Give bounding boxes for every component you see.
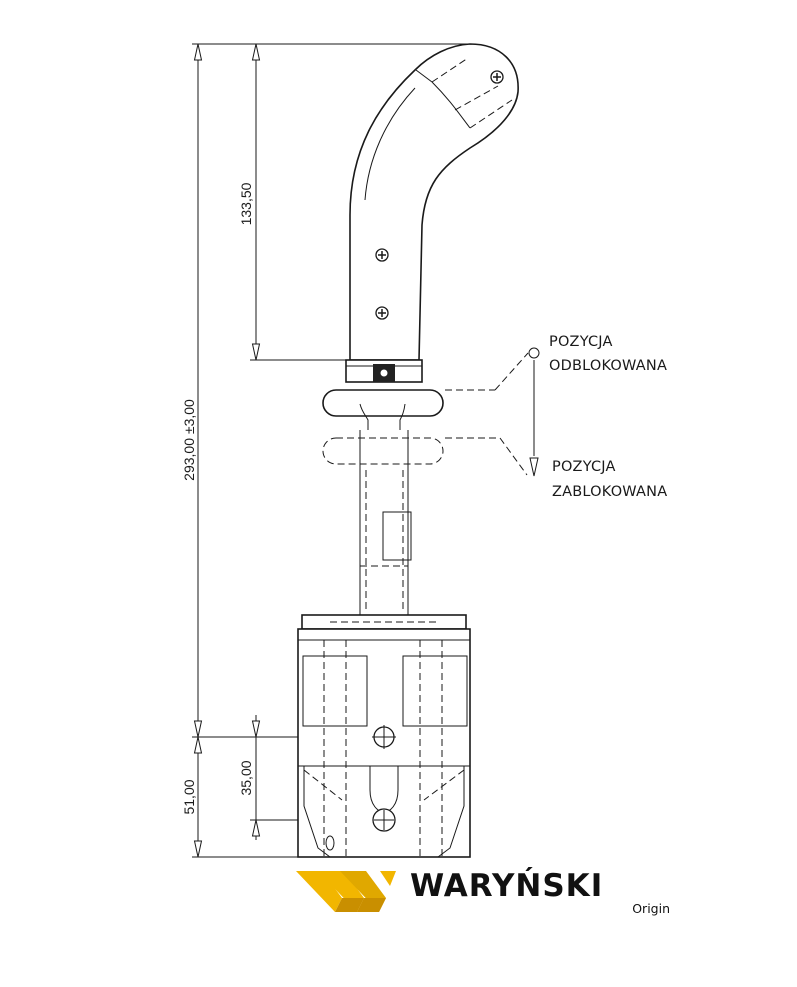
brand-name: WARYŃSKI (410, 868, 603, 904)
callout-unlocked-line2: ODBLOKOWANA (549, 358, 667, 374)
grip-cap-line (415, 69, 433, 83)
callout-locked-line2: ZABLOKOWANA (552, 484, 667, 500)
set-screw-hole (379, 368, 389, 378)
small-hole (325, 835, 335, 851)
dimension-label-overall: 293,00 ±3,00 (181, 399, 197, 481)
arrow-down-icon (251, 343, 261, 361)
ring-body (322, 389, 444, 417)
callout-unlocked: POZYCJA ODBLOKOWANA (445, 334, 667, 391)
handle-grip (349, 43, 519, 361)
lock-ring-locked (322, 430, 444, 615)
ring-body-hidden (322, 437, 444, 465)
callout-locked-line1: POZYCJA (552, 459, 616, 475)
grip-cap-hidden (431, 57, 513, 129)
screw-icon (375, 306, 389, 320)
arrow-down-icon (251, 720, 261, 738)
callout-locked: POZYCJA ZABLOKOWANA (445, 360, 667, 500)
base-window-right (402, 655, 468, 727)
dimension-label-35: 35,00 (238, 760, 254, 795)
arrow-down-icon (193, 840, 203, 858)
dimension-overall-height: 293,00 ±3,00 (181, 43, 470, 858)
base-slot-hidden (303, 769, 465, 801)
callout-leader-d (494, 352, 529, 391)
screw-icon (375, 248, 389, 262)
shaft-block (382, 511, 412, 561)
brand-logo: WARYŃSKI Origin (296, 868, 670, 916)
grip-body (349, 43, 519, 361)
arrow-up-icon (251, 43, 261, 61)
callout-unlocked-line1: POZYCJA (549, 334, 613, 350)
ring-stem-right (399, 403, 406, 430)
dimension-label-51: 51,00 (181, 779, 197, 814)
grip-contour (364, 87, 416, 201)
arrow-down-icon (529, 457, 539, 477)
grip-cap-edge (431, 81, 471, 129)
waryński-logo-icon (296, 871, 396, 912)
arrow-up-icon (193, 43, 203, 61)
arrow-up-icon (251, 819, 261, 837)
dimension-label-handle: 133,50 (238, 182, 254, 225)
base-top-plate (301, 614, 467, 630)
handle-collar (345, 359, 423, 383)
crosshair-hole-icon (372, 725, 396, 749)
shaft (360, 470, 412, 612)
base-window-left (302, 655, 368, 727)
lock-ring-unlocked (322, 389, 444, 430)
base-housing (297, 614, 471, 858)
callout-leader-d (499, 437, 528, 476)
callout-marker (528, 347, 540, 359)
brand-sub: Origin (632, 901, 670, 916)
arrow-up-icon (193, 736, 203, 754)
screw-icon (490, 70, 504, 84)
arrow-down-icon (193, 720, 203, 738)
ring-stem-left (359, 403, 369, 430)
dimension-handle-height: 133,50 (238, 43, 350, 361)
